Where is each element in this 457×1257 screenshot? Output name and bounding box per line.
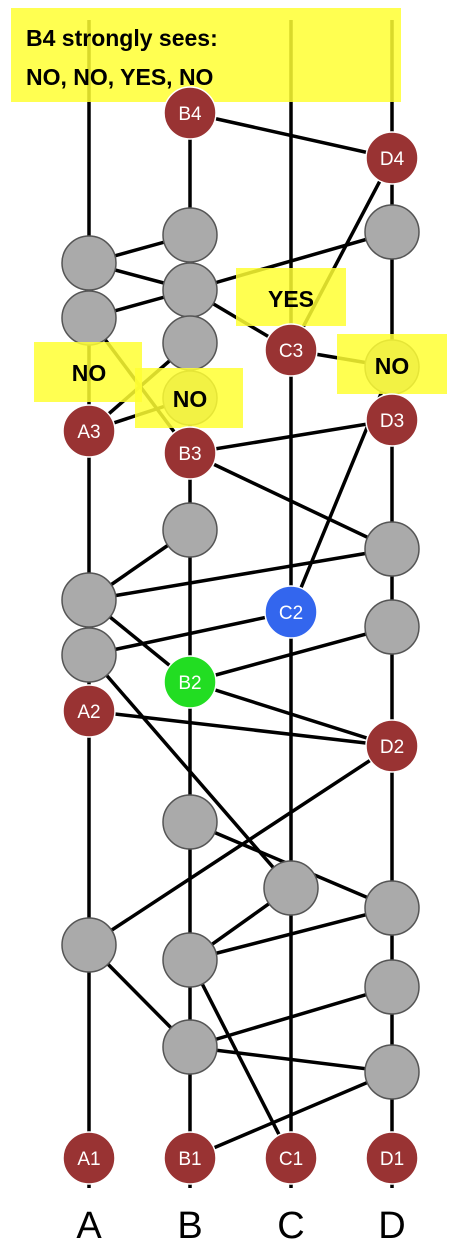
event-b2 — [163, 655, 217, 709]
title-line-2: NO, NO, YES, NO — [26, 64, 213, 90]
label-a1: A1 — [77, 1149, 100, 1170]
callout-yes-c3: YES — [268, 286, 314, 312]
plain-event — [162, 932, 218, 988]
event-d4 — [365, 131, 419, 185]
label-a3: A3 — [77, 422, 100, 443]
event-a1 — [62, 1131, 116, 1185]
edge — [188, 906, 394, 962]
plain-event — [61, 627, 117, 683]
edge — [87, 709, 394, 748]
label-a2: A2 — [77, 702, 100, 723]
label-d4: D4 — [380, 149, 405, 170]
edge — [87, 547, 394, 602]
edge — [188, 230, 394, 292]
column-label-a: A — [76, 1205, 102, 1247]
plain-event — [364, 521, 420, 577]
label-b1: B1 — [178, 1149, 201, 1170]
event-a2 — [62, 684, 116, 738]
plain-event — [61, 917, 117, 973]
label-b3: B3 — [178, 444, 201, 465]
label-b2: B2 — [178, 673, 201, 694]
event-c1 — [264, 1131, 318, 1185]
named-events — [62, 86, 419, 1185]
event-b4 — [163, 86, 217, 140]
label-b4: B4 — [178, 104, 202, 125]
edge — [188, 1070, 394, 1160]
edge — [188, 985, 394, 1049]
event-b1 — [163, 1131, 217, 1185]
label-c1: C1 — [279, 1149, 303, 1170]
plain-event — [162, 1019, 218, 1075]
edge — [188, 1045, 394, 1074]
plain-event — [364, 1044, 420, 1100]
callouts: YES NO NO NO — [34, 268, 447, 428]
column-label-d: D — [378, 1205, 405, 1247]
label-c3: C3 — [279, 341, 303, 362]
callout-yes-c3-box — [236, 268, 346, 326]
plain-event — [162, 207, 218, 263]
edge — [188, 418, 394, 455]
edge — [188, 111, 394, 160]
plain-event — [162, 262, 218, 318]
column-label-c: C — [277, 1205, 304, 1247]
label-d3: D3 — [380, 411, 404, 432]
event-d3 — [365, 393, 419, 447]
event-c3 — [264, 323, 318, 377]
plain-event — [162, 794, 218, 850]
title-highlight — [11, 8, 401, 102]
column-labels: A B C D — [76, 1205, 405, 1247]
plain-event — [263, 860, 319, 916]
plain-event — [61, 572, 117, 628]
callout-no-b3: NO — [173, 386, 208, 412]
title-box: B4 strongly sees: NO, NO, YES, NO — [11, 8, 401, 102]
named-event-labels: B4 D4 C3 D3 A3 B3 C2 B2 A2 D2 A1 B1 C1 D… — [77, 104, 404, 1170]
event-d1 — [365, 1131, 419, 1185]
edge — [188, 958, 293, 1160]
plain-event — [61, 290, 117, 346]
plain-event — [364, 204, 420, 260]
plain-event — [162, 315, 218, 371]
callout-no-b3-box — [135, 368, 243, 428]
event-a3 — [62, 404, 116, 458]
label-d2: D2 — [380, 737, 404, 758]
column-label-b: B — [177, 1205, 202, 1247]
edge — [188, 451, 394, 551]
event-d2 — [365, 719, 419, 773]
edge — [87, 744, 394, 947]
label-d1: D1 — [380, 1149, 404, 1170]
edge — [188, 680, 394, 748]
edge — [87, 610, 293, 657]
member-lines — [87, 20, 394, 1188]
event-b3 — [163, 426, 217, 480]
plain-event — [162, 502, 218, 558]
plain-event — [364, 599, 420, 655]
callout-no-a3: NO — [72, 360, 107, 386]
edge — [188, 625, 394, 684]
callout-no-d3: NO — [375, 353, 410, 379]
event-c2 — [264, 585, 318, 639]
callout-no-d3-box — [337, 334, 447, 394]
label-c2: C2 — [279, 603, 303, 624]
title-line-1: B4 strongly sees: — [26, 25, 218, 51]
plain-event — [364, 880, 420, 936]
plain-event — [364, 959, 420, 1015]
callout-no-a3-box — [34, 342, 142, 402]
plain-event — [61, 235, 117, 291]
